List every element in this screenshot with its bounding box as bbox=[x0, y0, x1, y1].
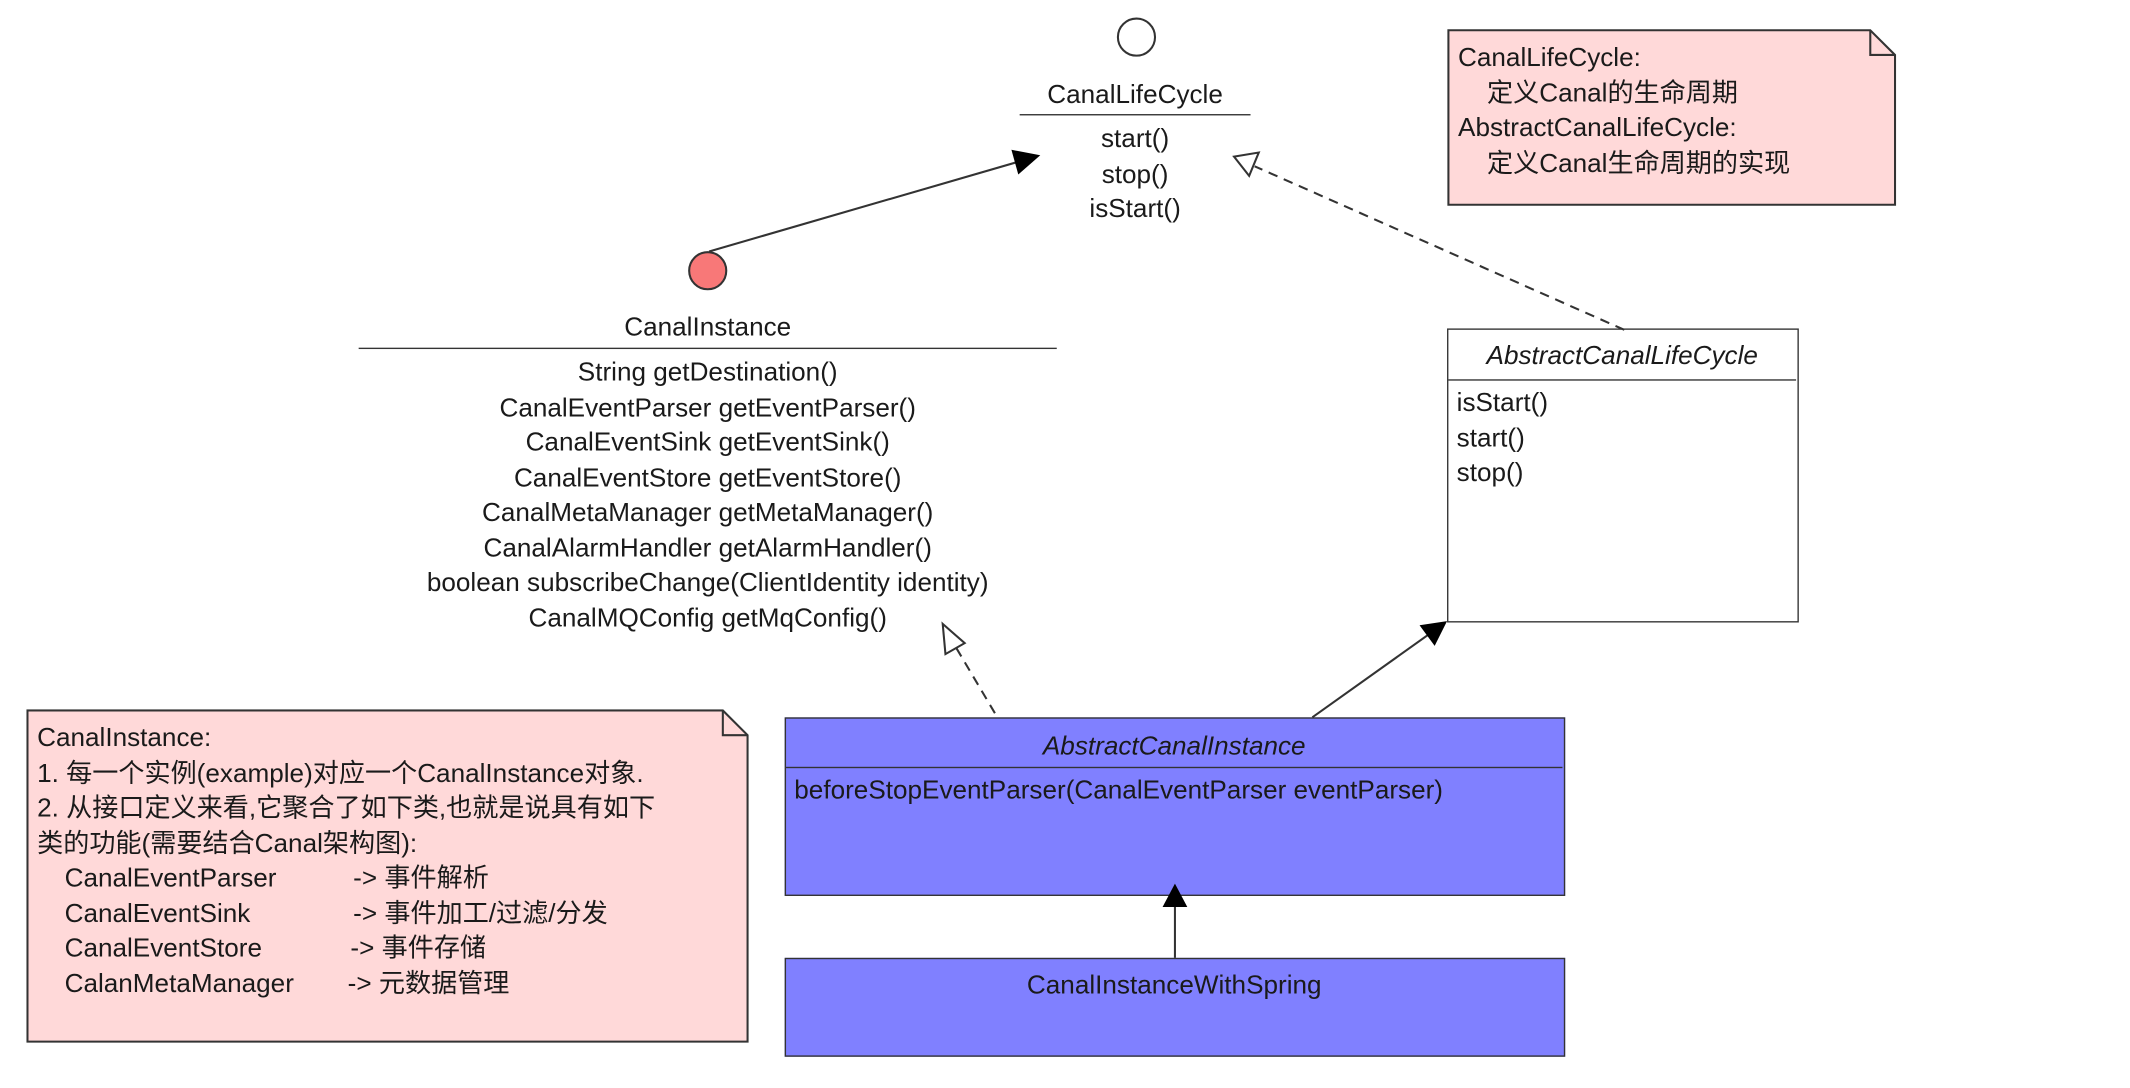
method: stop() bbox=[1456, 458, 1524, 488]
method: CanalMQConfig getMqConfig() bbox=[528, 603, 887, 633]
note-canal-instance-shape bbox=[26, 709, 749, 1043]
method: CanalMetaManager getMetaManager() bbox=[482, 498, 934, 528]
realization-arrow bbox=[1232, 151, 1625, 331]
interface-name-divider bbox=[358, 347, 1057, 350]
note-lifecycle-shape bbox=[1447, 29, 1897, 206]
class-name: AbstractCanalInstance bbox=[1042, 732, 1306, 762]
interface-circle-canal-instance bbox=[688, 251, 728, 291]
class-name-divider bbox=[786, 766, 1563, 769]
interface-name-divider bbox=[1019, 114, 1251, 116]
method: CanalEventParser getEventParser() bbox=[499, 393, 916, 423]
method: CanalEventSink getEventSink() bbox=[525, 428, 890, 458]
note-instance-line: 1. 每一个实例(example)对应一个CanalInstance对象. bbox=[37, 759, 644, 789]
note-component-name: CanalEventParser bbox=[64, 864, 277, 894]
class-canal-instance-with-spring: CanalInstanceWithSpring bbox=[784, 957, 1566, 1057]
generalization-arrow bbox=[1162, 883, 1188, 958]
realization-arrow bbox=[941, 621, 996, 714]
note-instance-line: 2. 从接口定义来看,它聚合了如下类,也就是说具有如下 bbox=[37, 794, 656, 824]
note-component-name: CanalEventSink bbox=[64, 899, 251, 929]
method: isStart() bbox=[1089, 195, 1181, 224]
interface-methods: start() stop() isStart() bbox=[1011, 122, 1258, 227]
method: beforeStopEventParser(CanalEventParser e… bbox=[794, 776, 1444, 806]
class-name: CanalInstanceWithSpring bbox=[1026, 971, 1322, 1001]
note-component-name: CalanMetaManager bbox=[64, 969, 294, 999]
interface-name: CanalInstance bbox=[624, 313, 792, 343]
note-component-role: -> 事件解析 bbox=[353, 864, 489, 894]
class-methods: isStart() start() stop() bbox=[1457, 386, 1548, 491]
interface-methods: String getDestination() CanalEventParser… bbox=[357, 356, 1058, 636]
note-component-role: -> 元数据管理 bbox=[347, 969, 510, 999]
note-lifecycle-line: CanalLifeCycle: bbox=[1458, 43, 1641, 73]
method: String getDestination() bbox=[577, 358, 838, 388]
method: start() bbox=[1100, 125, 1170, 154]
note-lifecycle-line: 定义Canal生命周期的实现 bbox=[1458, 149, 1791, 178]
class-name: AbstractCanalLifeCycle bbox=[1486, 342, 1758, 372]
note-lifecycle-line: 定义Canal的生命周期 bbox=[1458, 79, 1739, 108]
note-lifecycle-line: AbstractCanalLifeCycle: bbox=[1458, 114, 1737, 143]
note-component-name: CanalEventStore bbox=[64, 934, 262, 964]
generalization-arrow bbox=[708, 149, 1041, 253]
note-component-role: -> 事件加工/过滤/分发 bbox=[353, 899, 608, 929]
class-methods: beforeStopEventParser(CanalEventParser e… bbox=[794, 774, 1443, 809]
note-instance-line: CanalInstance: bbox=[37, 724, 212, 754]
method: boolean subscribeChange(ClientIdentity i… bbox=[426, 568, 989, 598]
generalization-arrow bbox=[1311, 621, 1448, 719]
method: isStart() bbox=[1456, 388, 1549, 418]
class-name-divider bbox=[1448, 379, 1797, 381]
interface-circle-canal-life-cycle bbox=[1116, 17, 1157, 57]
class-abstract-canal-life-cycle: AbstractCanalLifeCycle isStart() start()… bbox=[1447, 328, 1799, 623]
note-component-role: -> 事件存储 bbox=[350, 934, 487, 964]
method: start() bbox=[1456, 423, 1525, 453]
class-abstract-canal-instance: AbstractCanalInstance beforeStopEventPar… bbox=[784, 717, 1566, 896]
method: CanalEventStore getEventStore() bbox=[513, 463, 902, 493]
note-instance-line: 类的功能(需要结合Canal架构图): bbox=[37, 829, 418, 859]
method: CanalAlarmHandler getAlarmHandler() bbox=[483, 533, 932, 563]
method: stop() bbox=[1101, 160, 1169, 189]
interface-name: CanalLifeCycle bbox=[1047, 81, 1223, 110]
